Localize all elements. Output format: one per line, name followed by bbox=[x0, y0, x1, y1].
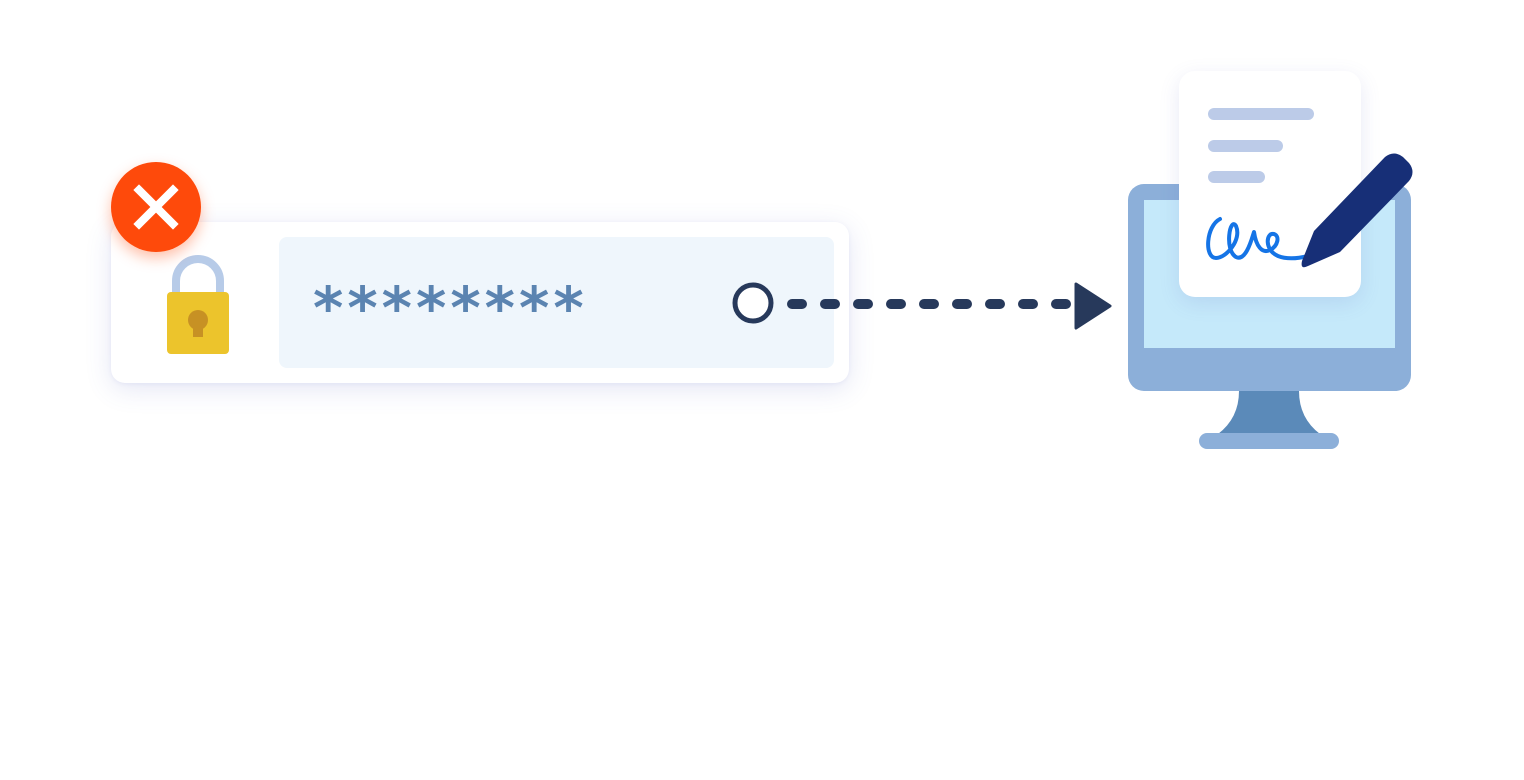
document-line bbox=[1208, 108, 1314, 120]
document-line bbox=[1208, 140, 1283, 152]
dotted-arrow-icon bbox=[732, 282, 1112, 330]
lock-icon bbox=[167, 255, 229, 354]
pen-icon bbox=[1301, 153, 1413, 268]
document-line bbox=[1208, 171, 1265, 183]
password-mask: ******** bbox=[313, 274, 588, 342]
error-badge bbox=[111, 162, 201, 252]
signature-icon bbox=[1206, 217, 1310, 261]
document-icon bbox=[1179, 71, 1361, 297]
close-icon bbox=[133, 184, 179, 230]
